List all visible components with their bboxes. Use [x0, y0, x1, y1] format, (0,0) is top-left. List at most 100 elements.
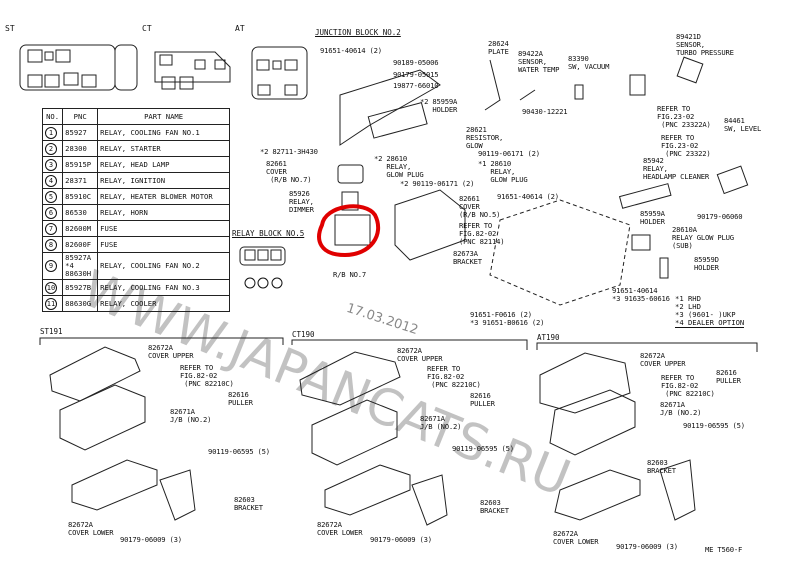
part-callout: 90189-05006: [393, 58, 439, 67]
part-callout: 90179-05015: [393, 70, 439, 79]
row-number: 5: [45, 190, 57, 203]
part-callout: 82603 BRACKET: [647, 458, 676, 475]
part-callout: REFER TO FIG.82-02 (PNC 82114): [459, 221, 505, 246]
part-callout: 90119-06595 (5): [208, 447, 270, 456]
label-st: ST: [5, 24, 15, 33]
row-part-name: RELAY, COOLING FAN NO.3: [97, 279, 230, 296]
row-pnc: 28300: [62, 140, 99, 157]
part-callout: 82672A COVER UPPER: [397, 346, 443, 363]
part-callout: REFER TO FIG.82-02 (PNC 82210C): [427, 364, 481, 389]
part-callout: 82672A COVER LOWER: [317, 520, 363, 537]
part-callout: 82672A COVER UPPER: [148, 343, 194, 360]
row-pnc: 85927: [62, 124, 99, 141]
part-callout: 91651-40614 (2): [497, 192, 559, 201]
part-callout: 91651-F0616 (2) *3 91651-B0616 (2): [470, 310, 545, 327]
part-callout: 82672A COVER LOWER: [553, 529, 599, 546]
note: *3 (9601- )UKP: [675, 310, 736, 319]
relay-block-5-callouts: [244, 277, 283, 289]
part-callout: 28610A RELAY GLOW PLUG (SUB): [672, 225, 734, 250]
part-callout: 91651-40614 *3 91635-60616: [612, 286, 670, 303]
part-callout: 82672A COVER LOWER: [68, 520, 114, 537]
section-st191: ST191: [40, 327, 63, 336]
col-pnc: PNC: [62, 108, 99, 125]
row-part-name: FUSE: [97, 236, 230, 253]
part-callout: 82671A J/B (NO.2): [660, 400, 702, 417]
relay-block-title: RELAY BLOCK NO.5: [232, 229, 305, 238]
row-number: 2: [45, 142, 57, 155]
row-part-name: RELAY, COOLER: [97, 295, 230, 312]
part-callout: 90179-06060: [697, 212, 743, 221]
row-pnc: 85910C: [62, 188, 99, 205]
row-part-name: RELAY, HEAD LAMP: [97, 156, 230, 173]
row-part-name: RELAY, HORN: [97, 204, 230, 221]
row-number: 9: [45, 260, 57, 272]
ct-relay-layout: [154, 51, 231, 90]
row-number: 6: [45, 206, 57, 219]
row-number: 4: [45, 174, 57, 187]
part-callout: 84461 SW, LEVEL: [724, 116, 762, 133]
part-callout: 82603 BRACKET: [480, 498, 509, 515]
part-callout: 82603 BRACKET: [234, 495, 263, 512]
row-pnc: 85915P: [62, 156, 99, 173]
part-callout: 82673A BRACKET: [453, 249, 482, 266]
part-callout: 85959A HOLDER: [640, 209, 665, 226]
part-callout: 82616 PULLER: [470, 391, 495, 408]
row-number: 1: [45, 126, 57, 139]
row-part-name: RELAY, COOLING FAN NO.2: [97, 252, 230, 280]
part-callout: *2 82711-3H430: [260, 147, 318, 156]
part-callout: REFER TO FIG.23-02 (PNC 23322A): [657, 104, 711, 129]
row-pnc: 85927A *4 88630H: [62, 252, 99, 280]
part-callout: 90119-06595 (5): [452, 444, 514, 453]
part-callout: 82671A J/B (NO.2): [170, 407, 212, 424]
part-callout: *2 28610 RELAY, GLOW PLUG: [374, 154, 424, 179]
row-number: 10: [45, 281, 57, 294]
part-callout: 82661 COVER (R/B NO.5): [459, 194, 501, 219]
part-callout: 90119-06595 (5): [683, 421, 745, 430]
part-callout: *1 28610 RELAY, GLOW PLUG: [478, 159, 528, 184]
junction-block-title: JUNCTION BLOCK NO.2: [315, 28, 401, 37]
part-callout: 82671A J/B (NO.2): [420, 414, 462, 431]
label-ct: CT: [142, 24, 152, 33]
row-part-name: RELAY, HEATER BLOWER MOTOR: [97, 188, 230, 205]
section-ct190: CT190: [292, 330, 315, 339]
part-callout: 90119-06171 (2): [478, 149, 540, 158]
col-part-name: PART NAME: [97, 108, 230, 125]
row-part-name: FUSE: [97, 220, 230, 237]
part-callout: REFER TO FIG.82-02 (PNC 82210C): [180, 363, 234, 388]
part-callout: REFER TO FIG.23-02 (PNC 23322): [661, 133, 711, 158]
part-callout: ME T560-F: [705, 545, 743, 554]
row-number: 8: [45, 238, 57, 251]
part-callout: 90179-06009 (3): [370, 535, 432, 544]
part-callout: 19877-66010: [393, 81, 439, 90]
part-callout: 28624 PLATE: [488, 39, 509, 56]
section-at190: AT190: [537, 333, 560, 342]
row-part-name: RELAY, COOLING FAN NO.1: [97, 124, 230, 141]
row-number: 3: [45, 158, 57, 171]
note: *1 RHD: [675, 294, 701, 303]
part-callout: 89421D SENSOR, TURBO PRESSURE: [676, 32, 734, 57]
row-number: 11: [45, 297, 57, 310]
part-callout: 90179-06009 (3): [616, 542, 678, 551]
part-callout: 83390 SW, VACUUM: [568, 54, 610, 71]
label-at: AT: [235, 24, 245, 33]
part-callout: R/B NO.7: [333, 270, 367, 279]
row-number: 7: [45, 222, 57, 235]
row-part-name: RELAY, STARTER: [97, 140, 230, 157]
note: *4 DEALER OPTION: [675, 318, 745, 328]
part-callout: 28621 RESISTOR, GLOW: [466, 125, 504, 150]
part-callout: 90430-12221: [522, 107, 568, 116]
part-callout: 82616 PULLER: [228, 390, 253, 407]
row-pnc: 86530: [62, 204, 99, 221]
row-pnc: 82600F: [62, 236, 99, 253]
part-callout: 91651-40614 (2): [320, 46, 382, 55]
